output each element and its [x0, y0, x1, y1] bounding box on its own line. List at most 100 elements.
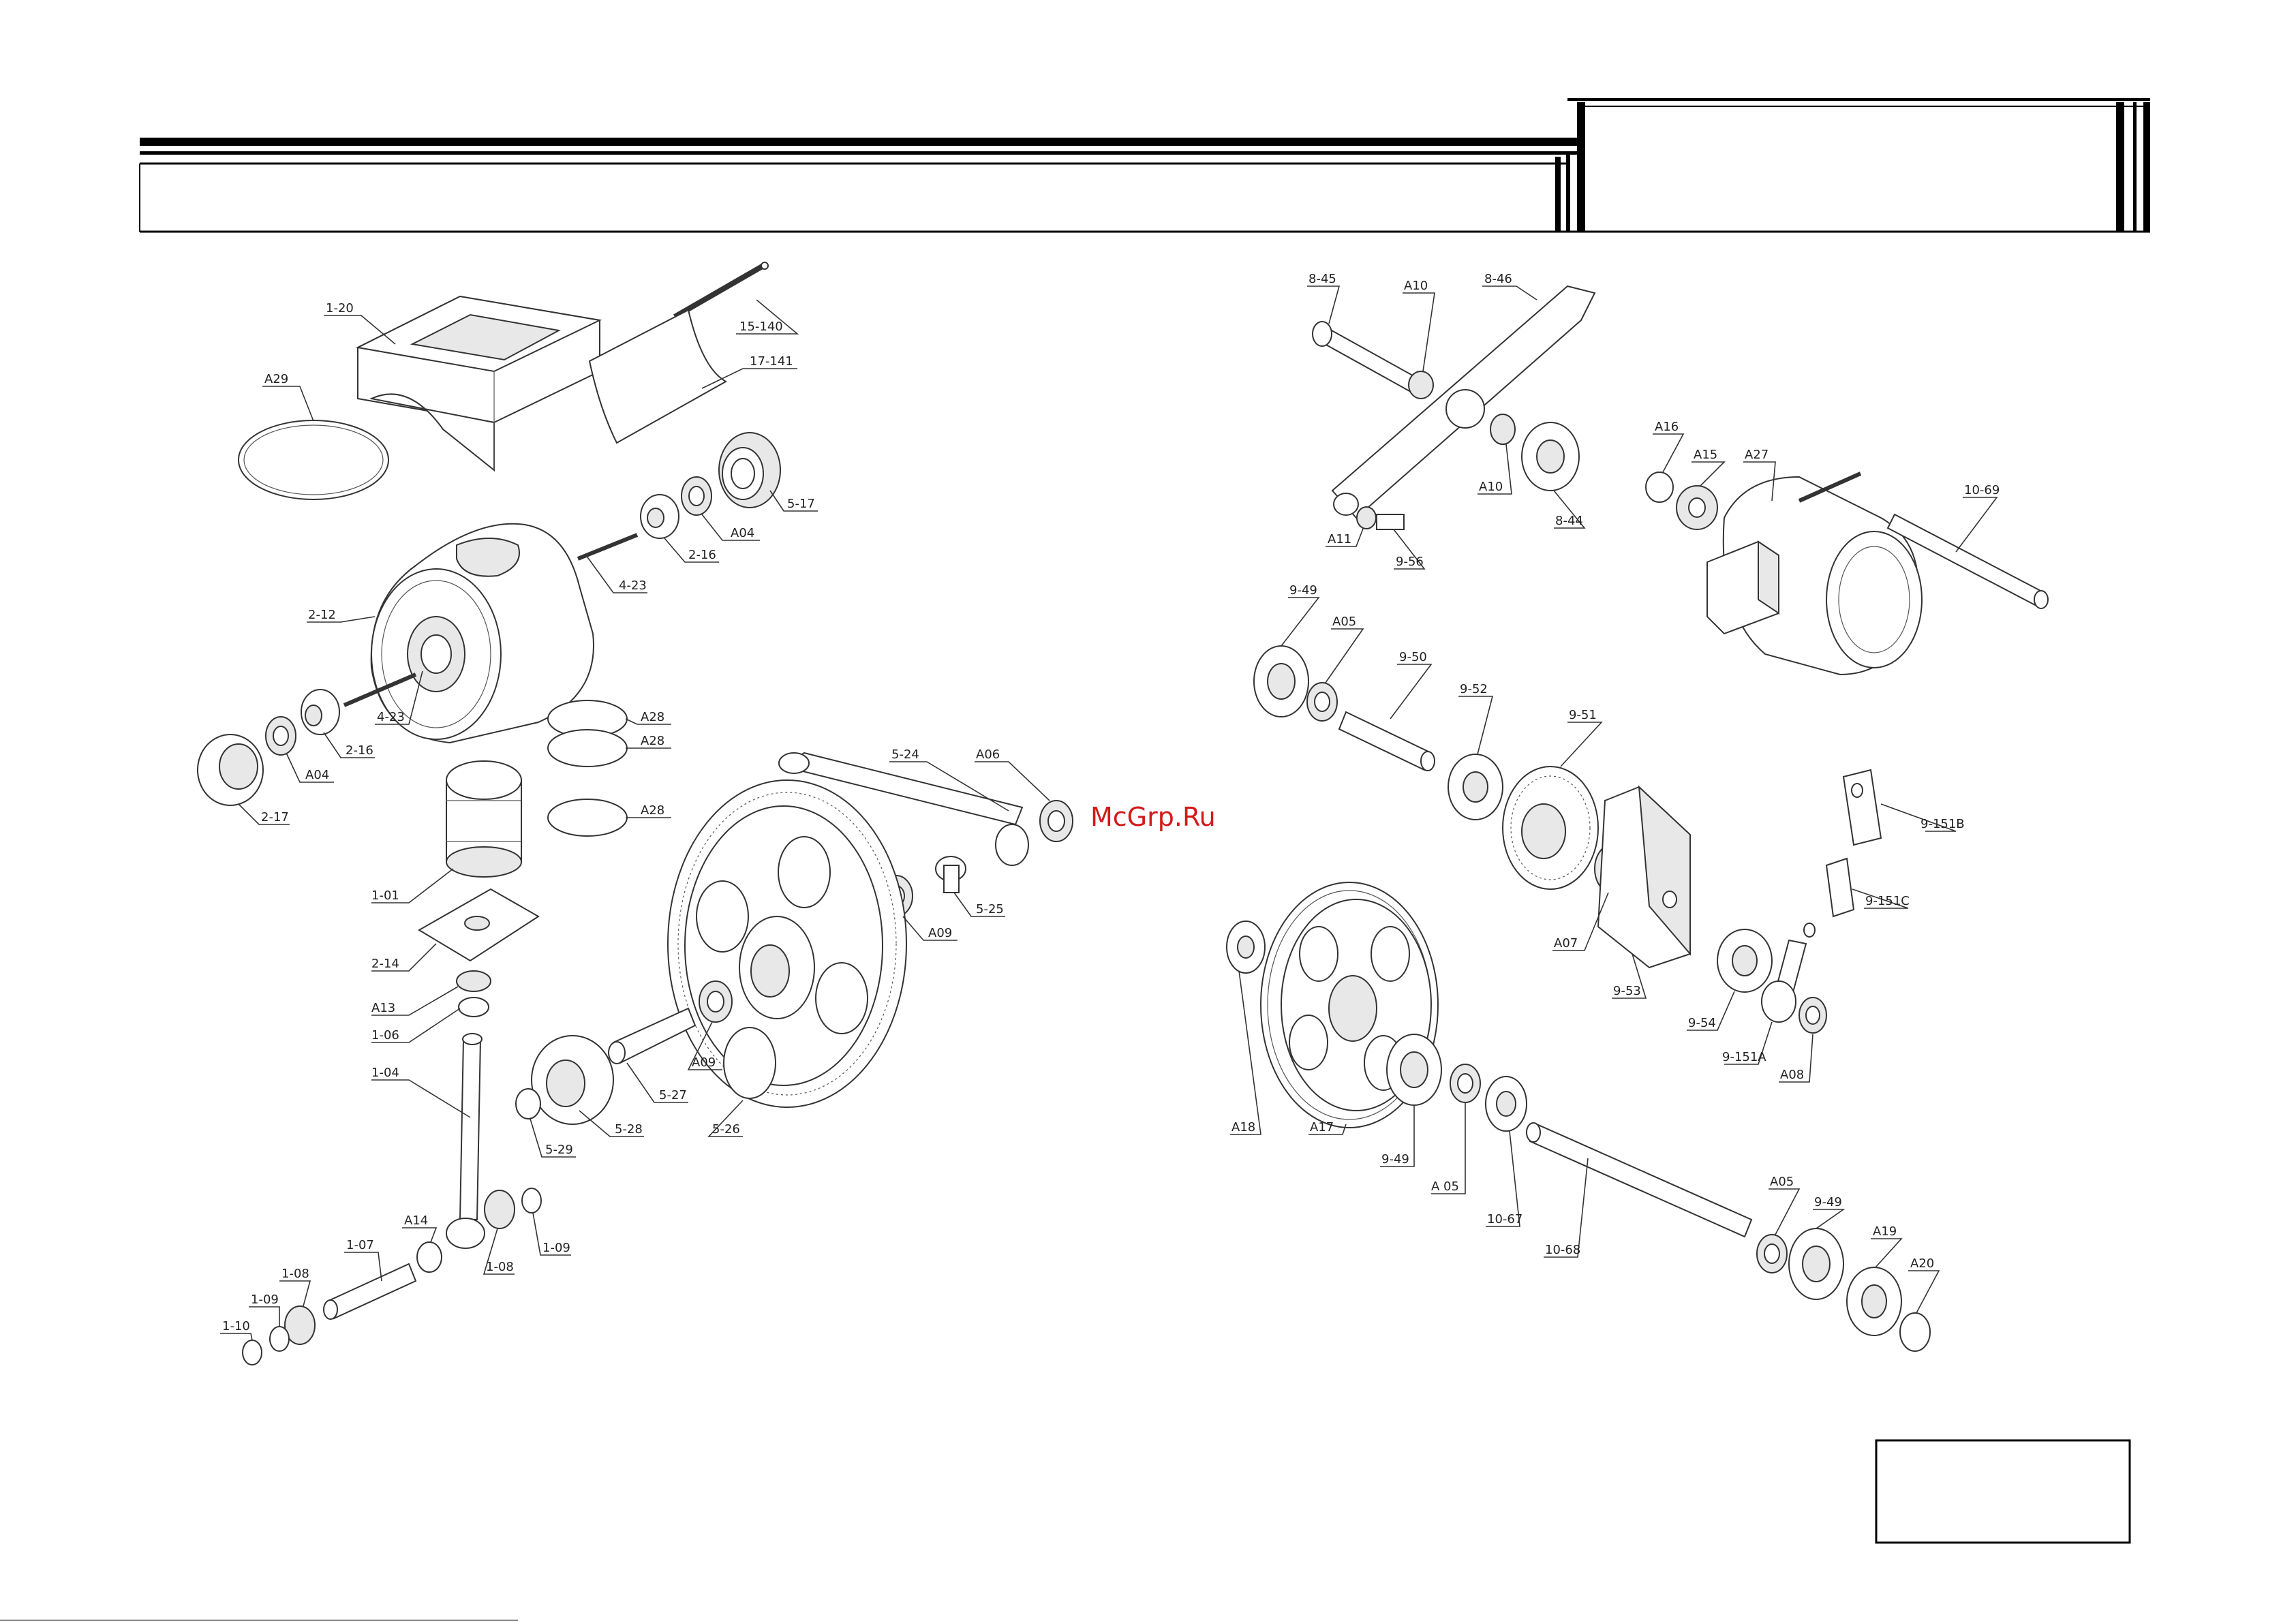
callout-2-17: 2-17	[261, 810, 289, 824]
callout-A11: A11	[1328, 532, 1351, 546]
part-4-23-rod-bottom	[343, 673, 417, 707]
part-1-01-piston	[446, 760, 522, 878]
part-9-56-pin	[1376, 514, 1405, 530]
part-A05-bearing-bottom	[1756, 1234, 1788, 1273]
part-A06-bearing	[1039, 800, 1073, 842]
part-A04-bearing-top	[681, 476, 712, 516]
part-A14-bushing	[416, 1241, 442, 1273]
callout-10-67: 10-67	[1487, 1212, 1522, 1226]
callout-4-23-top: 4-23	[619, 578, 647, 593]
callout-1-10: 1-10	[222, 1319, 250, 1333]
part-5-28-flange	[531, 1035, 614, 1125]
part-4-23-rod-top	[577, 533, 639, 561]
callout-9-151A: 9-151A	[1722, 1050, 1766, 1064]
callout-A28-2: A28	[641, 734, 664, 748]
part-9-49-cover-middle	[1386, 1034, 1442, 1106]
part-A28-ring-3	[547, 799, 628, 837]
callout-9-49-bottom: 9-49	[1814, 1195, 1842, 1209]
callout-2-12: 2-12	[308, 608, 336, 622]
part-17-141-guard	[588, 309, 728, 444]
part-A19-seal	[1846, 1267, 1902, 1336]
part-10-69-shaft	[1886, 513, 2049, 609]
part-A13-bushing	[456, 970, 491, 992]
part-A05-bearing-middle	[1450, 1064, 1481, 1103]
callout-A08: A08	[1780, 1068, 1804, 1082]
part-2-12-drum	[370, 523, 594, 744]
callout-10-68: 10-68	[1545, 1243, 1580, 1257]
callout-9-50: 9-50	[1399, 650, 1427, 664]
callout-9-53: 9-53	[1613, 984, 1641, 998]
callout-1-01: 1-01	[371, 888, 399, 903]
callout-8-44: 8-44	[1555, 514, 1583, 528]
part-A08-bearing	[1798, 997, 1827, 1034]
part-2-14-plate	[418, 888, 540, 962]
callout-A09-bottom: A09	[692, 1055, 716, 1070]
callout-8-45: 8-45	[1308, 272, 1336, 286]
callout-A04-bottom: A04	[305, 768, 329, 782]
part-9-50-shaft	[1338, 711, 1435, 771]
callout-A06: A06	[976, 747, 1000, 762]
callout-1-07: 1-07	[346, 1238, 374, 1252]
part-9-51-gear	[1502, 766, 1599, 890]
part-A15-coupling	[1676, 485, 1718, 530]
part-8-46-lever	[1331, 285, 1596, 519]
callout-9-56: 9-56	[1396, 555, 1424, 569]
part-9-151A-arm	[1761, 939, 1807, 1023]
part-A18-bushing	[1226, 921, 1266, 974]
title-block-frame	[139, 98, 2150, 233]
callout-5-27: 5-27	[659, 1088, 687, 1102]
callout-9-49-top: 9-49	[1289, 583, 1317, 598]
callout-1-09-left: 1-09	[251, 1293, 279, 1307]
right-callout-labels: 8-45 A10 8-46 A10 8-44 A11 9-56 A16 A15 …	[1231, 272, 2000, 1271]
callout-A09-top: A09	[928, 926, 952, 940]
part-2-16-hub-top	[640, 494, 679, 539]
part-1-09-washer-left	[269, 1326, 290, 1352]
callout-17-141: 17-141	[750, 354, 793, 369]
part-10-67-pinion	[1485, 1076, 1527, 1132]
callout-2-14: 2-14	[371, 957, 399, 971]
callout-A07: A07	[1554, 936, 1578, 950]
part-5-17-flange	[718, 432, 781, 508]
callout-A05-bottom: A05	[1770, 1175, 1794, 1189]
callout-5-25: 5-25	[976, 902, 1004, 916]
callout-9-151C: 9-151C	[1865, 894, 1910, 908]
callout-15-140: 15-140	[739, 320, 783, 334]
part-A27-motor	[1706, 472, 1923, 676]
callout-2-16-top: 2-16	[688, 548, 716, 562]
callout-A27: A27	[1745, 448, 1769, 462]
callout-9-52: 9-52	[1460, 682, 1488, 696]
callout-A15: A15	[1694, 448, 1717, 462]
right-assembly	[1226, 285, 2049, 1352]
callout-A04-top: A04	[731, 526, 754, 540]
part-1-08-bushing-right	[484, 1190, 515, 1229]
callout-A13: A13	[371, 1001, 395, 1015]
part-5-24-eye	[995, 824, 1029, 866]
callout-1-08-right: 1-08	[486, 1260, 514, 1274]
part-10-68-shaft	[1526, 1122, 1753, 1238]
part-5-24-link	[778, 752, 1024, 826]
part-9-151-pin	[1803, 923, 1816, 938]
page-number-box	[1875, 1439, 2131, 1544]
callout-1-06: 1-06	[371, 1028, 399, 1042]
part-A10-bushing-bottom	[1490, 414, 1516, 445]
part-A04-bearing-bottom	[265, 716, 296, 756]
leader-lines	[220, 285, 1998, 1341]
callout-9-151B: 9-151B	[1920, 817, 1965, 831]
part-5-29-washer	[515, 1088, 541, 1119]
callout-9-54: 9-54	[1688, 1016, 1716, 1030]
part-1-10-cap	[242, 1340, 262, 1365]
part-1-04-connecting-rod	[446, 1033, 485, 1249]
part-9-49-cover-bottom	[1788, 1228, 1844, 1300]
callout-1-08-left: 1-08	[281, 1267, 309, 1281]
callout-A05-top: A05	[1332, 615, 1356, 629]
callout-5-26: 5-26	[712, 1122, 740, 1137]
part-A10-bushing-top	[1408, 371, 1434, 399]
callout-A28-1: A28	[641, 710, 664, 724]
part-9-52-hub	[1448, 754, 1503, 820]
callout-A19: A19	[1873, 1224, 1897, 1239]
callout-A29: A29	[264, 372, 288, 386]
callout-5-29: 5-29	[545, 1143, 573, 1157]
part-A16-bushing	[1645, 472, 1674, 503]
callout-9-49-middle: 9-49	[1381, 1152, 1409, 1166]
